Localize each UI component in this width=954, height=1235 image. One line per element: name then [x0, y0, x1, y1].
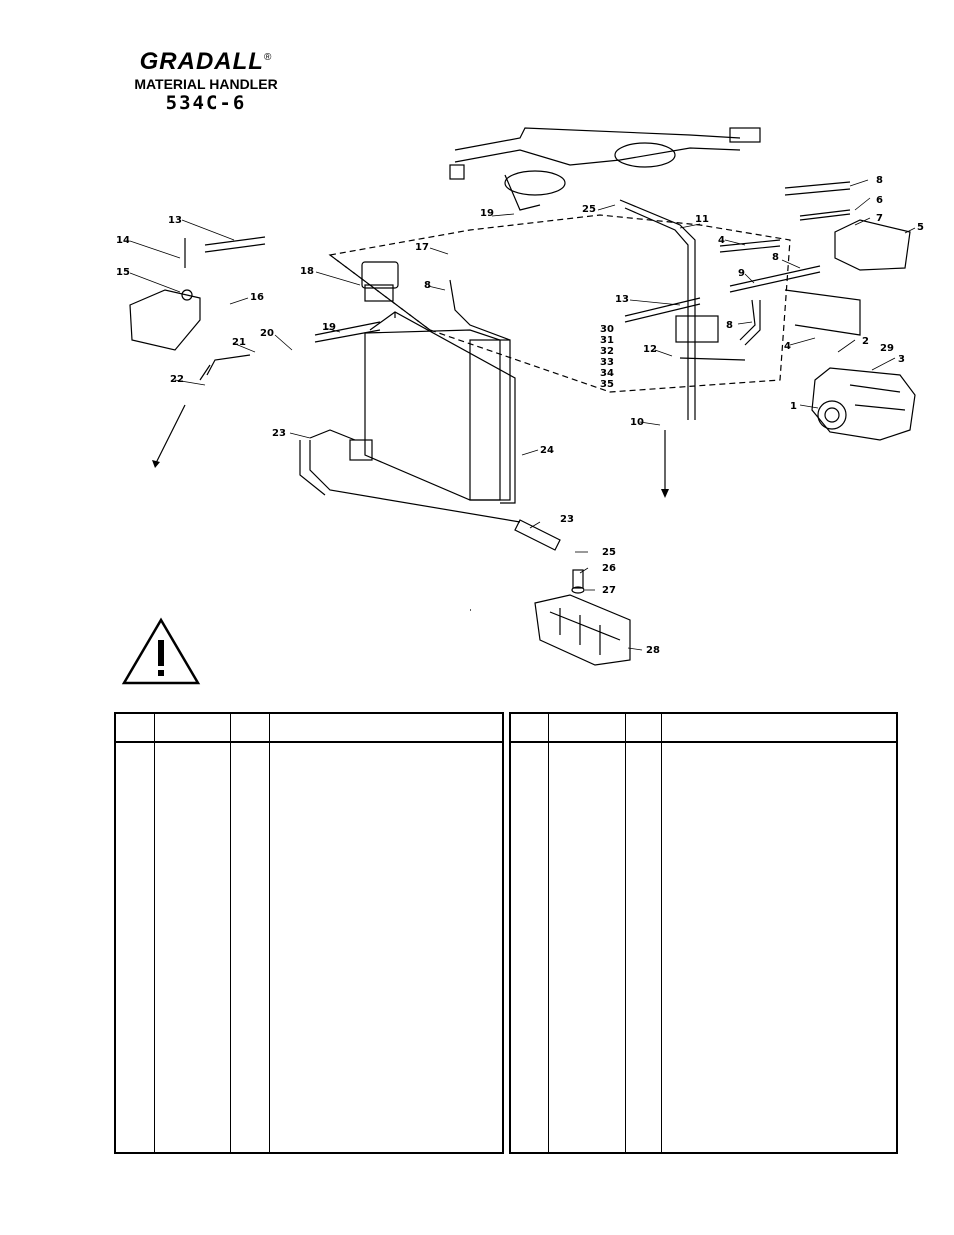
- col-qty-header: [625, 713, 662, 743]
- description-cell: [661, 742, 898, 1153]
- table-row: [114, 742, 504, 1153]
- callout-30: 30: [600, 324, 614, 335]
- callout-leaders: [129, 179, 916, 651]
- solenoid: [361, 261, 399, 302]
- callout-8a: 8: [876, 175, 883, 186]
- callout-13a: 13: [168, 215, 182, 226]
- col-item-header: [114, 713, 155, 743]
- callout-9: 9: [738, 268, 745, 279]
- filter-assembly: [449, 127, 761, 211]
- hydraulic-tank: [328, 214, 791, 393]
- callout-19a: 19: [322, 322, 336, 333]
- callout-21: 21: [232, 337, 246, 348]
- breather-box: [784, 219, 911, 336]
- callout-11: 11: [695, 214, 709, 225]
- callout-24: 24: [540, 445, 554, 456]
- cooler-lines: [299, 429, 561, 551]
- table-row: [509, 742, 898, 1153]
- header-logo: GRADALL® MATERIAL HANDLER 534C-6: [116, 44, 296, 114]
- oil-cooler: [364, 311, 516, 504]
- callout-2: 2: [862, 336, 869, 347]
- callout-3: 3: [898, 354, 905, 365]
- callout-8c: 8: [726, 320, 733, 331]
- callout-8d: 8: [424, 280, 431, 291]
- col-item-header: [509, 713, 549, 743]
- brand-name: GRADALL®: [116, 44, 296, 76]
- hose-fittings: [154, 181, 851, 495]
- callout-29: 29: [880, 343, 894, 354]
- hydraulic-pump: [811, 367, 916, 441]
- warning-triangle-icon: [121, 617, 201, 685]
- callout-25b: 25: [602, 547, 616, 558]
- callout-32: 32: [600, 346, 614, 357]
- callout-28: 28: [646, 645, 660, 656]
- col-part-number-header: [548, 713, 626, 743]
- callout-10: 10: [630, 417, 644, 428]
- callout-25a: 25: [582, 204, 596, 215]
- part-number-cell: [548, 742, 626, 1153]
- return-pipe: [619, 199, 719, 420]
- col-part-number-header: [154, 713, 231, 743]
- description-cell: [269, 742, 504, 1153]
- callout-4a: 4: [784, 341, 791, 352]
- callout-5: 5: [917, 222, 924, 233]
- product-subtitle: MATERIAL HANDLER: [134, 76, 278, 92]
- callout-labels: 1 2 3 4 4 5 6 7 8 8 8 9 10 11 12 13 13 1…: [116, 175, 924, 656]
- control-valve: [534, 569, 631, 666]
- brand-text: GRADALL: [139, 48, 264, 75]
- callout-18: 18: [300, 266, 314, 277]
- callout-34: 34: [600, 368, 614, 379]
- registered-mark: ®: [263, 52, 273, 63]
- callout-7: 7: [876, 213, 883, 224]
- callout-1: 1: [790, 401, 797, 412]
- callout-15: 15: [116, 267, 130, 278]
- col-description-header: [269, 713, 504, 743]
- callout-12: 12: [643, 344, 657, 355]
- callout-27: 27: [602, 585, 616, 596]
- callout-19b: 19: [480, 208, 494, 219]
- item-cell: [509, 742, 549, 1153]
- callout-33: 33: [600, 357, 614, 368]
- qty-cell: [625, 742, 662, 1153]
- callout-6: 6: [876, 195, 883, 206]
- callout-23a: 23: [272, 428, 286, 439]
- callout-17: 17: [415, 242, 429, 253]
- callout-20: 20: [260, 328, 274, 339]
- qty-cell: [230, 742, 270, 1153]
- mount-block: [129, 289, 201, 351]
- flow-arrows: [152, 460, 669, 498]
- col-description-header: [661, 713, 898, 743]
- callout-13b: 13: [615, 294, 629, 305]
- item-cell: [114, 742, 155, 1153]
- model-number: 534C-6: [165, 92, 247, 114]
- callout-26: 26: [602, 563, 616, 574]
- parts-table-right: [509, 712, 898, 1154]
- col-qty-header: [230, 713, 270, 743]
- parts-table-left: [114, 712, 504, 1154]
- callout-8b: 8: [772, 252, 779, 263]
- callout-4b: 4: [718, 235, 725, 246]
- parts-diagram: 1 2 3 4 4 5 6 7 8 8 8 9 10 11 12 13 13 1…: [116, 127, 924, 685]
- part-number-cell: [154, 742, 231, 1153]
- callout-14: 14: [116, 235, 130, 246]
- callout-23b: 23: [560, 514, 574, 525]
- callout-16: 16: [250, 292, 264, 303]
- callout-35: 35: [600, 379, 614, 390]
- callout-22: 22: [170, 374, 184, 385]
- callout-31: 31: [600, 335, 614, 346]
